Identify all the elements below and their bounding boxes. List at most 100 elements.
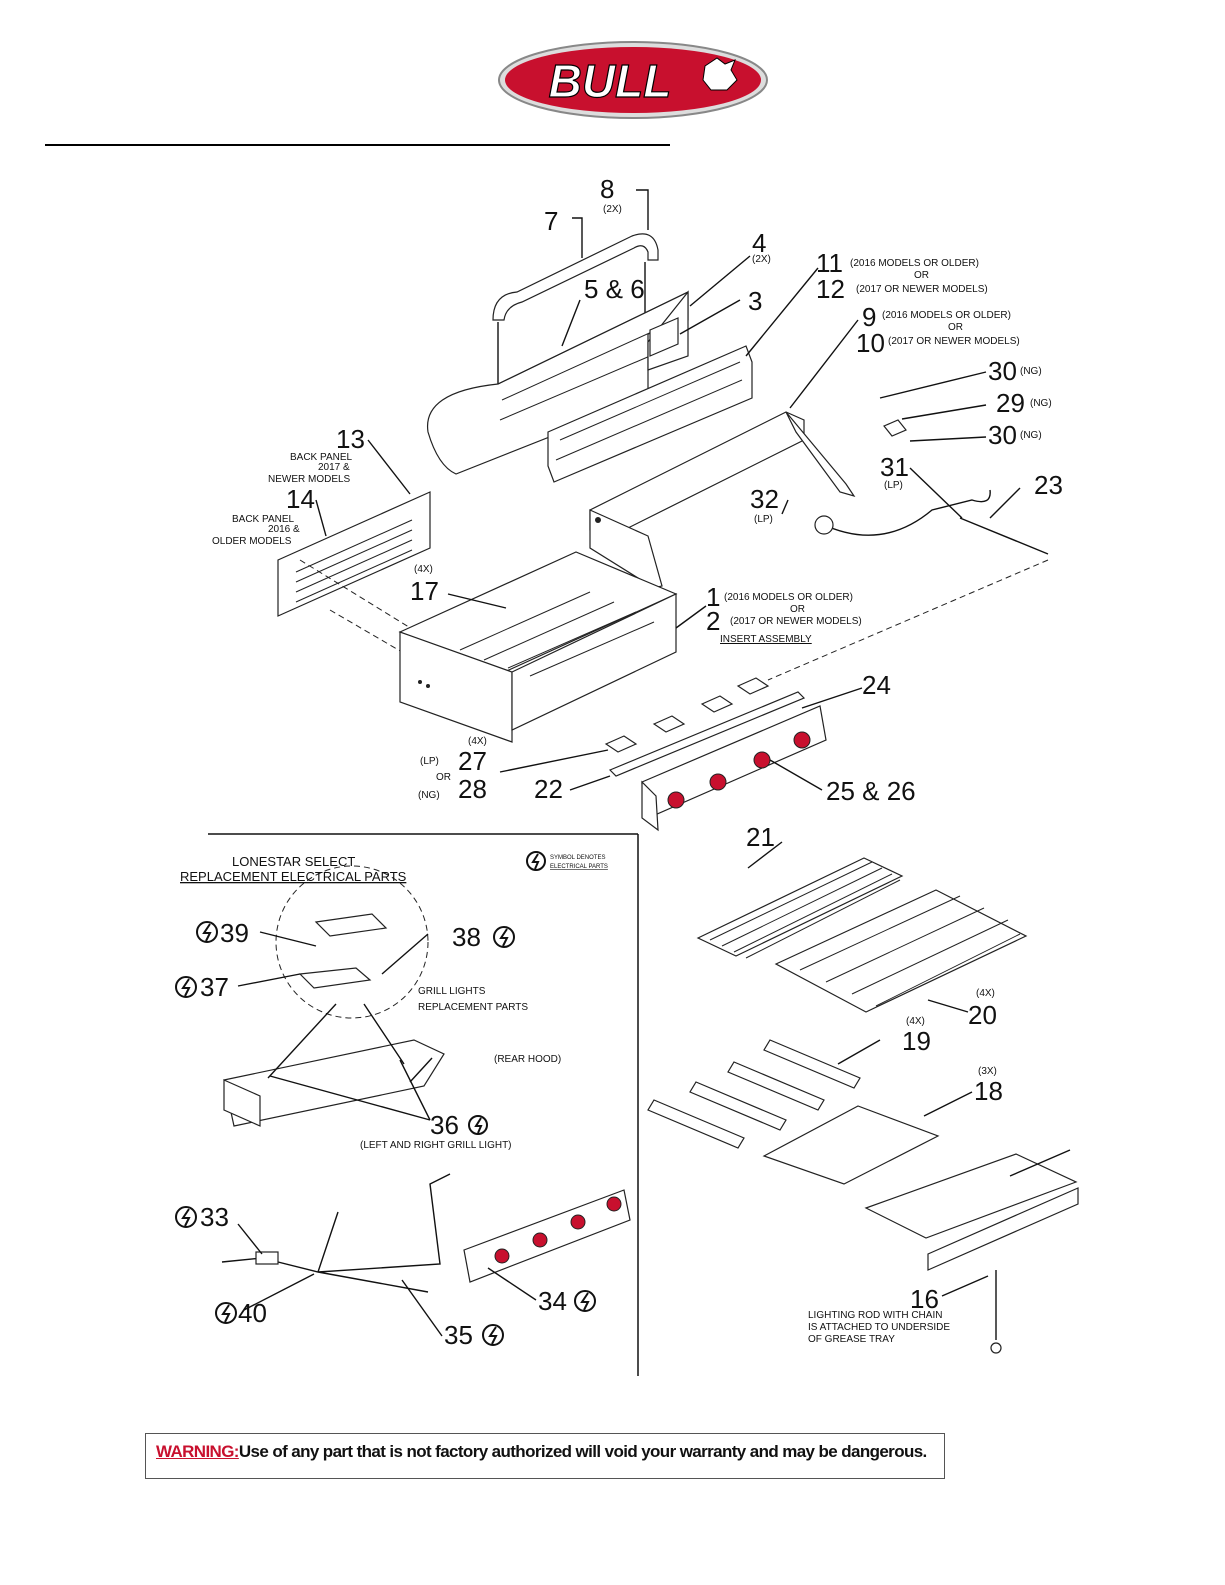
callout-30a-ng: (NG) (1020, 366, 1042, 377)
callout-36-note: (LEFT AND RIGHT GRILL LIGHT) (360, 1140, 512, 1151)
callout-37: 37 (200, 972, 229, 1002)
callout-23: 23 (1034, 470, 1063, 500)
callout-14-note1: BACK PANEL (232, 514, 294, 525)
callout-leaders (237, 189, 1071, 1337)
callout-39: 39 (220, 918, 249, 948)
callout-16: 16 (910, 1284, 939, 1314)
bolt-38 (493, 926, 515, 948)
callout-labels: 8 (2X) 7 4 (2X) 5 & 6 3 11 (2016 MODELS … (212, 174, 1063, 1345)
lights-note-1: GRILL LIGHTS (418, 986, 486, 997)
callout-17-qty: (4X) (414, 564, 433, 575)
warning-label: WARNING: (156, 1442, 239, 1461)
callout-25-26: 25 & 26 (826, 776, 916, 806)
callout-21: 21 (746, 822, 775, 852)
callout-4-qty: (2X) (752, 254, 771, 265)
electrical-title-2: REPLACEMENT ELECTRICAL PARTS (180, 869, 407, 884)
flame-tamers (647, 1039, 940, 1185)
callout-38: 38 (452, 922, 481, 952)
callout-1-or: OR (790, 604, 805, 615)
callout-27: 27 (458, 746, 487, 776)
logo-text: BULL (549, 55, 672, 107)
callout-8-qty: (2X) (603, 204, 622, 215)
valves-manifold (604, 677, 806, 777)
lightning-icon (493, 926, 515, 948)
callout-30a: 30 (988, 356, 1017, 386)
callout-30b-ng: (NG) (1020, 430, 1042, 441)
callout-33: 33 (200, 1202, 229, 1232)
callout-13-note2: 2017 & (318, 462, 350, 473)
callout-18: 18 (974, 1076, 1003, 1106)
hood-assembly (426, 233, 753, 483)
legend-text-2: ELECTRICAL PARTS (550, 864, 608, 870)
callout-12: 12 (816, 274, 845, 304)
callout-29-ng: (NG) (1030, 398, 1052, 409)
callout-3: 3 (748, 286, 762, 316)
callout-9: 9 (862, 302, 876, 332)
callout-9-note: (2016 MODELS OR OLDER) (882, 310, 1011, 321)
callout-16-note3: OF GREASE TRAY (808, 1334, 895, 1345)
lights-note-2: REPLACEMENT PARTS (418, 1002, 528, 1013)
bolt-34 (574, 1290, 596, 1312)
callout-1: 1 (706, 582, 720, 612)
lightning-icon (526, 851, 546, 871)
cooking-grates (696, 857, 1028, 1013)
callout-14: 14 (286, 484, 315, 514)
lightning-icon (574, 1290, 596, 1312)
bolt-35 (482, 1324, 504, 1346)
callout-27-qty: (4X) (468, 736, 487, 747)
callout-9-or: OR (948, 322, 963, 333)
callout-19-qty: (4X) (906, 1016, 925, 1027)
electrical-inset (208, 833, 639, 1376)
callout-19: 19 (902, 1026, 931, 1056)
callout-34: 34 (538, 1286, 567, 1316)
gas-line (767, 419, 1049, 681)
callout-11-note: (2016 MODELS OR OLDER) (850, 258, 979, 269)
callout-13-note1: BACK PANEL (290, 452, 352, 463)
lightning-icon (215, 1302, 237, 1324)
rear-hood-note: (REAR HOOD) (494, 1054, 561, 1065)
callout-17: 17 (410, 576, 439, 606)
electrical-title-1: LONESTAR SELECT (232, 854, 355, 869)
lightning-icon (482, 1324, 504, 1346)
lightning-icon (196, 921, 218, 943)
lightning-icon (468, 1115, 488, 1135)
callout-14-note2: 2016 & (268, 524, 300, 535)
callout-2: 2 (706, 606, 720, 636)
bolt-33 (175, 1206, 197, 1228)
warning-notice: WARNING:Use of any part that is not fact… (145, 1433, 945, 1479)
bolt-36 (468, 1115, 488, 1135)
callout-16-note2: IS ATTACHED TO UNDERSIDE (808, 1322, 950, 1333)
callout-13: 13 (336, 424, 365, 454)
bull-logo: BULL (498, 41, 768, 119)
warning-text: Use of any part that is not factory auth… (238, 1442, 927, 1461)
back-panel (277, 491, 451, 681)
bolt-40 (215, 1302, 237, 1324)
callout-27-or: OR (436, 772, 451, 783)
electrical-legend: SYMBOL DENOTES ELECTRICAL PARTS (526, 851, 608, 871)
callout-11-or: OR (914, 270, 929, 281)
callout-28: 28 (458, 774, 487, 804)
callout-28-ng: (NG) (418, 790, 440, 801)
legend-text-1: SYMBOL DENOTES (550, 855, 605, 861)
callout-4: 4 (752, 228, 766, 258)
lightning-icon (175, 976, 197, 998)
callout-35: 35 (444, 1320, 473, 1350)
callout-30b: 30 (988, 420, 1017, 450)
electrical-labels: LONESTAR SELECT REPLACEMENT ELECTRICAL P… (175, 851, 608, 1350)
callout-5-6: 5 & 6 (584, 274, 645, 304)
callout-32-lp: (LP) (754, 514, 773, 525)
callout-2-note: (2017 OR NEWER MODELS) (730, 616, 862, 627)
callout-7: 7 (544, 206, 558, 236)
callout-2-sub: INSERT ASSEMBLY (720, 634, 812, 645)
callout-18-qty: (3X) (978, 1066, 997, 1077)
callout-13-note3: NEWER MODELS (268, 474, 351, 485)
lightning-icon (175, 1206, 197, 1228)
control-knobs (667, 731, 811, 809)
callout-40: 40 (238, 1298, 267, 1328)
callout-29: 29 (996, 388, 1025, 418)
bolt-37 (175, 976, 197, 998)
callout-8: 8 (600, 174, 614, 204)
callout-11: 11 (816, 248, 843, 278)
callout-24: 24 (862, 670, 891, 700)
